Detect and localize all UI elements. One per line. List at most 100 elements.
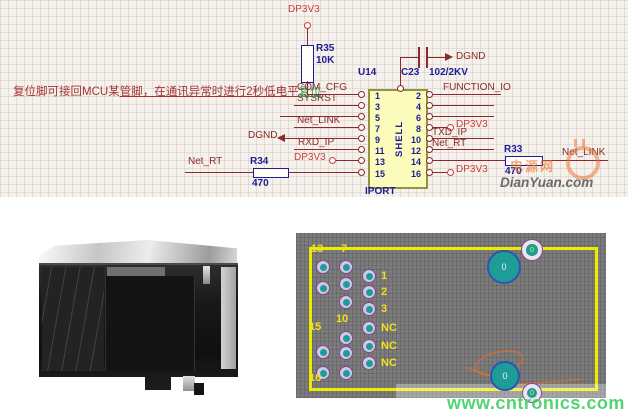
pcb-pad-hole <box>319 284 327 292</box>
pcb-pad-hole <box>342 263 350 271</box>
pin-circle <box>358 135 365 142</box>
wire <box>285 138 362 139</box>
pcb-pad <box>316 345 330 359</box>
net-label-com-cfg: COM_CFG <box>297 82 347 93</box>
wire <box>287 172 362 173</box>
wire <box>400 57 418 58</box>
photo-right-strip <box>221 267 236 369</box>
pcb-pad <box>362 339 376 353</box>
pcb-pad-hole <box>365 305 373 313</box>
schematic-panel: 复位脚可接回MCU某管脚，在通讯异常时进行2秒低电平复位 DP3V3 R35 1… <box>0 0 628 197</box>
pin-number: 14 <box>410 157 421 167</box>
pcb-pad <box>362 302 376 316</box>
power-node-circle <box>447 169 454 176</box>
note-text-underlined: 管脚，在通讯异常时进行2秒低电平 <box>119 86 299 98</box>
watermark-site-text: DianYuan.com <box>500 175 594 190</box>
wire <box>400 58 401 86</box>
pcb-via-hole: 0 <box>526 244 538 256</box>
photo-bottom-latch <box>194 383 204 395</box>
net-label-dp3v3-pin13: DP3V3 <box>294 152 326 163</box>
value-r34: 470 <box>252 178 269 189</box>
net-label-function-io: FUNCTION_IO <box>443 82 511 93</box>
note-text: 复位脚可接回MCU某 <box>13 86 120 98</box>
plug-prong-icon <box>574 139 577 147</box>
ref-r34: R34 <box>250 156 269 167</box>
pin-number: 1 <box>375 91 381 101</box>
pin-circle <box>358 113 365 120</box>
pin-circle <box>426 157 433 164</box>
chip-name-iport: IPORT <box>365 186 396 197</box>
ref-r33: R33 <box>504 144 523 155</box>
photo-bottom-tab <box>145 373 171 390</box>
pin-number: 11 <box>375 146 385 156</box>
pin-number: 5 <box>375 113 381 123</box>
pcb-via: 0 <box>487 250 521 284</box>
pcb-pad-label: 7 <box>341 243 348 255</box>
net-label-txd-ip: TXD_IP <box>432 127 468 138</box>
pcb-via-ring: 0 <box>521 239 543 261</box>
net-label-dgnd-top: DGND <box>456 51 486 62</box>
capacitor-plate <box>418 47 420 68</box>
annotation-note: 复位脚可接回MCU某管脚，在通讯异常时进行2秒低电平复位 <box>13 86 322 99</box>
wire <box>431 160 505 161</box>
pcb-pad-label: 15 <box>309 321 322 333</box>
note-text-green: 复位 <box>298 86 322 98</box>
value-c23: 102/2KV <box>429 67 468 78</box>
wire <box>294 127 362 128</box>
net-label-rxd-ip: RXD_IP <box>298 137 335 148</box>
watermark-cn-text: 电源网 <box>510 159 556 174</box>
pin-circle <box>426 135 433 142</box>
ref-r35: R35 <box>316 43 335 54</box>
pcb-pad-hole <box>319 348 327 356</box>
pin-circle <box>397 85 404 92</box>
pin-circle <box>426 146 433 153</box>
cntronics-watermark: www.cntronics.com <box>447 393 625 413</box>
plug-icon <box>566 146 600 180</box>
wire <box>431 105 494 106</box>
pcb-pad-label: 13 <box>311 243 324 255</box>
net-label-dp3v3-top: DP3V3 <box>288 4 320 15</box>
wire <box>431 149 494 150</box>
power-node-circle <box>329 157 336 164</box>
pin-circle <box>426 169 433 176</box>
pin-circle <box>358 157 365 164</box>
pcb-pad-label: 2 <box>381 286 388 298</box>
power-node-circle <box>447 124 454 131</box>
net-label-net-link-left: Net_LINK <box>297 115 341 126</box>
net-label-net-rt-left: Net_RT <box>188 156 223 167</box>
pin-number: 3 <box>375 102 381 112</box>
pin-number: 13 <box>375 157 386 167</box>
pcb-pad <box>316 260 330 274</box>
wire <box>431 94 501 95</box>
pcb-pad-hole <box>365 359 373 367</box>
wire <box>294 105 362 106</box>
pin-number: 15 <box>375 169 386 179</box>
pcb-pad-hole <box>342 280 350 288</box>
pcb-pad <box>339 260 353 274</box>
pin-circle <box>358 102 365 109</box>
pin-number: 4 <box>415 102 421 112</box>
pin-circle <box>358 124 365 131</box>
pcb-pad <box>316 281 330 295</box>
photo-left-panel <box>42 267 104 371</box>
wire <box>294 149 362 150</box>
pcb-pad-hole <box>342 334 350 342</box>
wire <box>280 116 362 117</box>
net-label-net-rt-right: Net_RT <box>432 138 467 149</box>
photo-center-panel <box>105 276 195 371</box>
pin-circle <box>426 124 433 131</box>
pcb-pad <box>316 366 330 380</box>
net-label-dgnd-left: DGND <box>248 130 278 141</box>
wire <box>336 160 362 161</box>
pin-number: 2 <box>415 91 421 101</box>
pcb-pad-label: 3 <box>381 303 388 315</box>
pcb-pad-hole <box>365 272 373 280</box>
connector-photo <box>33 236 245 400</box>
pin-number: 6 <box>415 113 421 123</box>
wire <box>428 57 445 58</box>
pcb-pad <box>362 356 376 370</box>
resistor-r35 <box>301 45 314 83</box>
photo-top-strip <box>107 267 165 276</box>
